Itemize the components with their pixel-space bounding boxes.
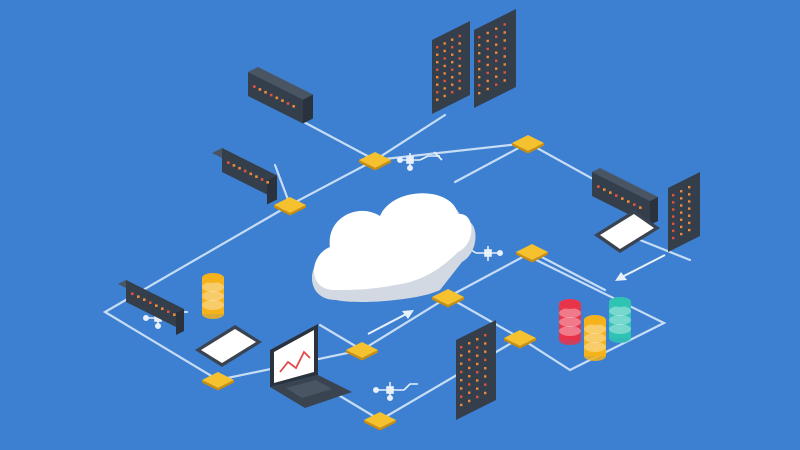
arrow-icon (367, 310, 414, 335)
server-tower-icon (432, 21, 470, 114)
arrows (367, 254, 666, 335)
router-chip-icon (512, 135, 544, 154)
network-node-icon (397, 151, 443, 172)
arrow-icon (615, 254, 666, 281)
database-stack-icon (559, 299, 581, 345)
database-stack-icon (609, 297, 631, 343)
connection-line (530, 250, 607, 292)
router-chip-icon (516, 244, 548, 263)
tablets (195, 210, 660, 367)
server-rack-icon (248, 67, 313, 124)
database-stack-icon (202, 273, 224, 319)
connection-line (373, 113, 447, 162)
laptop-icon (270, 324, 352, 408)
tablet-icon (594, 210, 660, 253)
server-rack-icon (212, 148, 277, 205)
router-chip-icon (432, 289, 464, 308)
server-tower-icon (474, 9, 516, 108)
servers (118, 9, 700, 420)
server-rack-icon (118, 280, 184, 335)
router-chip-icon (346, 342, 378, 361)
router-chip-icon (504, 330, 536, 349)
connection-line (453, 141, 530, 184)
network-nodes (143, 151, 504, 402)
router-chip-icon (274, 197, 306, 216)
connection-line (298, 118, 642, 207)
router-chip-icon (359, 152, 391, 171)
tablet-icon (195, 325, 262, 367)
connection-line (638, 238, 692, 262)
cloud-icon (311, 193, 476, 302)
database-stack-icon (584, 315, 606, 361)
databases (202, 273, 631, 361)
router-chips (202, 135, 548, 431)
server-tower-icon (668, 172, 700, 252)
router-chip-icon (364, 412, 396, 431)
server-tower-icon (456, 320, 496, 420)
router-chip-icon (202, 372, 234, 391)
network-node-icon (372, 382, 418, 402)
